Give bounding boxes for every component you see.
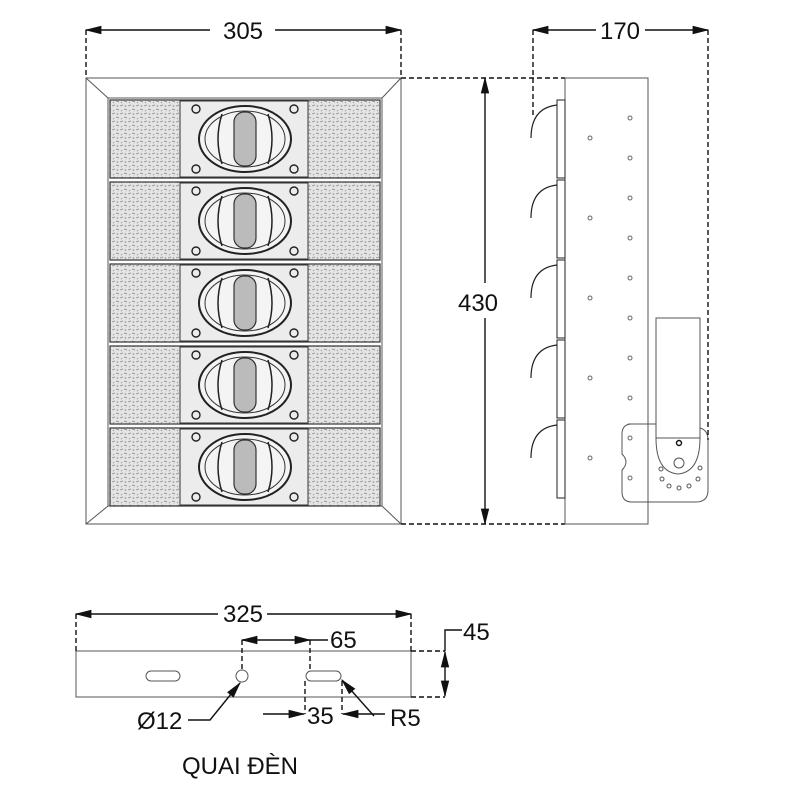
dim-label-width: 305 <box>223 18 263 45</box>
lens-dome <box>530 179 566 259</box>
side-screw <box>627 475 633 481</box>
lens-dome <box>530 339 566 419</box>
side-screw <box>627 315 633 321</box>
led-module <box>109 99 381 179</box>
lens-dome <box>530 419 566 499</box>
slot-left <box>145 670 181 682</box>
center-hole <box>673 457 685 469</box>
bracket-view: 325 65 45 35 R5 Ø12 QUAI ĐÈN <box>74 601 490 780</box>
pivot-hole <box>675 439 683 447</box>
side-screw <box>627 395 633 401</box>
side-screw <box>587 455 593 461</box>
mount-arm <box>655 317 701 439</box>
led-module <box>109 427 381 507</box>
dim-label-hole-diameter: Ø12 <box>137 708 182 735</box>
screw-icon <box>289 328 299 338</box>
led-module <box>109 345 381 425</box>
screw-icon <box>289 410 299 420</box>
side-screw <box>587 375 593 381</box>
screw-icon <box>191 186 201 196</box>
housing-outline <box>85 77 402 525</box>
adjust-holes <box>658 465 703 491</box>
screw-icon <box>191 246 201 256</box>
side-screw <box>587 295 593 301</box>
side-screw <box>627 235 633 241</box>
screw-icon <box>191 104 201 114</box>
slot-right <box>305 670 342 682</box>
dim-label-hole-spacing: 65 <box>330 627 357 654</box>
side-screw <box>627 355 633 361</box>
screw-icon <box>289 432 299 442</box>
screw-icon <box>289 104 299 114</box>
side-screw <box>587 135 593 141</box>
dim-label-depth: 170 <box>600 18 640 45</box>
bracket-outline <box>75 650 412 698</box>
side-screw <box>627 195 633 201</box>
screw-icon <box>289 268 299 278</box>
side-screw <box>627 115 633 121</box>
screw-icon <box>191 350 201 360</box>
side-body <box>564 77 649 525</box>
screw-icon <box>191 268 201 278</box>
screw-icon <box>191 328 201 338</box>
bevel-lines <box>85 77 402 525</box>
screw-icon <box>289 492 299 502</box>
screw-icon <box>289 246 299 256</box>
screw-icon <box>289 164 299 174</box>
screw-icon <box>191 164 201 174</box>
led-module <box>109 263 381 343</box>
dim-label-slot-radius: R5 <box>390 705 421 732</box>
hole-12 <box>235 669 249 683</box>
screw-icon <box>289 350 299 360</box>
front-view <box>85 77 402 525</box>
dim-label-height-45: 45 <box>463 619 490 646</box>
dim-label-slot-length: 35 <box>307 703 334 730</box>
dimension-depth-170: 170 <box>531 18 710 440</box>
side-screw <box>627 155 633 161</box>
led-module <box>109 181 381 261</box>
dim-label-length: 325 <box>223 601 263 628</box>
lens-dome <box>530 99 566 179</box>
dim-label-height: 430 <box>458 290 498 317</box>
side-view <box>530 77 709 525</box>
bracket-title: QUAI ĐÈN <box>182 753 298 780</box>
screw-icon <box>289 186 299 196</box>
dimension-height-430: 430 <box>401 76 565 526</box>
screw-icon <box>191 410 201 420</box>
side-screw <box>587 215 593 221</box>
side-screw <box>627 435 633 441</box>
screw-icon <box>191 492 201 502</box>
dimension-width-305: 305 <box>84 18 403 78</box>
screw-icon <box>191 432 201 442</box>
lens-dome <box>530 259 566 339</box>
side-screw <box>627 275 633 281</box>
